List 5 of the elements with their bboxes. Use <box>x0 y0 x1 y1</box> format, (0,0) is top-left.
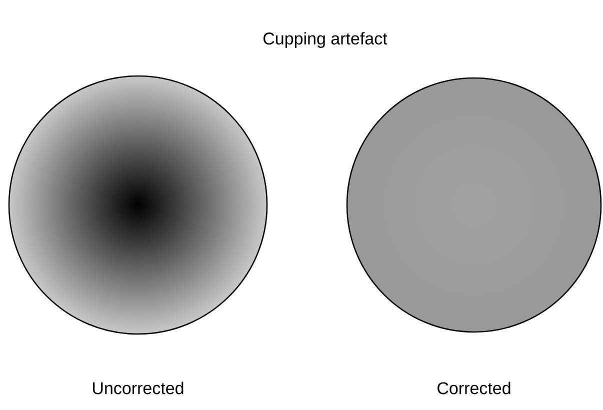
title: Cupping artefact <box>264 32 388 48</box>
node-label: Uncorrected <box>93 382 184 394</box>
shaded-disc <box>346 77 602 333</box>
shaded-disc <box>8 75 268 335</box>
node-label: Corrected <box>438 382 510 394</box>
